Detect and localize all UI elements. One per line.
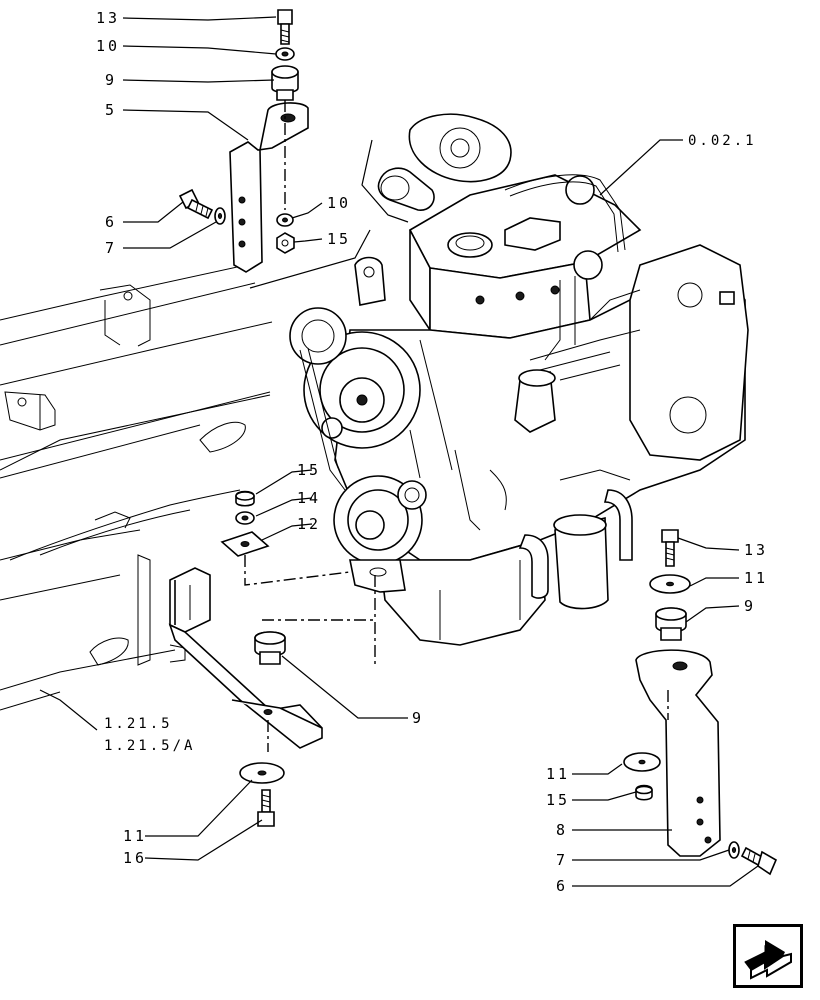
engine-assembly	[289, 113, 749, 646]
next-page-button[interactable]	[733, 924, 803, 988]
leader-lines	[39, 16, 759, 887]
callout-16: 16	[123, 849, 147, 867]
reference-1-21-5-a: 1.21.5/A	[104, 738, 195, 754]
callout-15-bracket: 15	[546, 791, 570, 809]
front-mount-parts	[220, 490, 376, 665]
callout-9-top: 9	[105, 71, 117, 89]
forward-arrow-icon	[733, 924, 803, 988]
callout-9-right: 9	[744, 597, 756, 615]
reference-0-02-1: 0.02.1	[688, 133, 757, 149]
callout-8: 8	[556, 821, 568, 839]
lower-left-bracket-group	[168, 567, 323, 827]
callout-11-lower: 11	[123, 827, 147, 845]
callout-14: 14	[297, 489, 321, 507]
callout-labels: 13 10 9 5 6 7 10 15 15 14 12 9 11 16 13 …	[96, 9, 768, 895]
callout-11-right: 11	[744, 569, 768, 587]
top-left-bracket-group	[178, 9, 309, 273]
reference-1-21-5: 1.21.5	[104, 716, 173, 732]
callout-11-bracket: 11	[546, 765, 570, 783]
callout-10-mid: 10	[327, 194, 351, 212]
callout-13-right: 13	[744, 541, 768, 559]
callout-7-right: 7	[556, 851, 568, 869]
callout-13-top: 13	[96, 9, 120, 27]
callout-10-top: 10	[96, 37, 120, 55]
callout-15-mid: 15	[327, 230, 351, 248]
callout-6-right: 6	[556, 877, 568, 895]
callout-5: 5	[105, 101, 117, 119]
chassis-frame	[0, 261, 273, 711]
callout-9-lower: 9	[412, 709, 424, 727]
right-bracket-group	[623, 529, 778, 876]
callout-7-left: 7	[105, 239, 117, 257]
callout-12: 12	[297, 515, 321, 533]
callout-6-left: 6	[105, 213, 117, 231]
callout-15-front: 15	[297, 461, 321, 479]
